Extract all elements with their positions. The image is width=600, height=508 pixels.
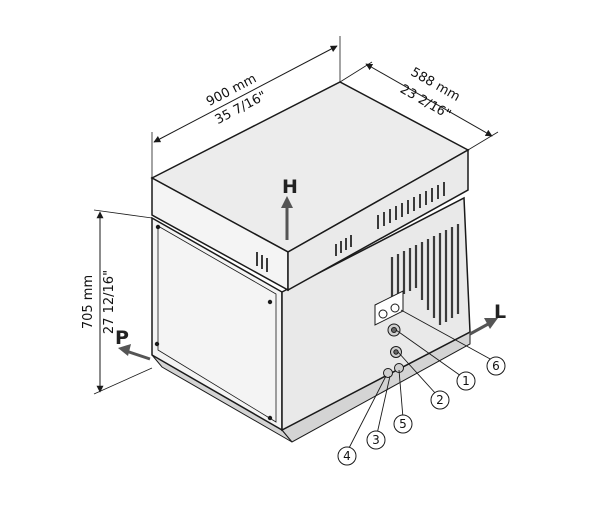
top-back-vents-right <box>377 182 445 229</box>
svg-text:6: 6 <box>492 359 500 373</box>
svg-text:4: 4 <box>343 449 351 463</box>
callout-1: 1 <box>456 371 476 391</box>
side-panel-outline <box>157 225 277 423</box>
callout-leaders <box>347 309 493 451</box>
svg-text:1: 1 <box>462 374 470 388</box>
arrow-right-icon <box>484 318 498 329</box>
height-in-label: 27 12/16" <box>102 270 117 334</box>
axis-h: H <box>281 176 298 240</box>
arrow-left-icon <box>118 344 131 356</box>
axis-p-label: P <box>115 327 129 349</box>
screw-icon <box>155 224 161 230</box>
callout-2: 2 <box>430 390 450 410</box>
axis-l-label: L <box>494 301 506 323</box>
socket-icon <box>378 309 388 319</box>
top-side-grille <box>256 252 268 272</box>
callout-6: 6 <box>486 356 506 376</box>
axis-l: L <box>469 301 506 336</box>
back-grille <box>390 224 460 325</box>
screw-icon <box>154 341 160 347</box>
screw-icon <box>267 299 273 305</box>
top-back-vents-left <box>335 235 352 256</box>
dimension-height: 705 mm 27 12/16" <box>81 209 153 395</box>
socket-icon <box>390 303 400 313</box>
callout-4: 4 <box>337 446 357 466</box>
axis-p: P <box>115 327 151 361</box>
side-panel-screws <box>154 224 273 421</box>
arrow-up-icon <box>281 196 293 208</box>
axis-h-label: H <box>282 176 298 198</box>
fitting-icon <box>383 368 393 378</box>
height-mm-label: 705 mm <box>81 275 96 329</box>
svg-text:2: 2 <box>436 393 444 407</box>
svg-text:5: 5 <box>399 417 407 431</box>
callout-3: 3 <box>366 430 386 450</box>
svg-text:3: 3 <box>372 433 380 447</box>
callout-5: 5 <box>393 414 413 434</box>
screw-icon <box>267 415 273 421</box>
